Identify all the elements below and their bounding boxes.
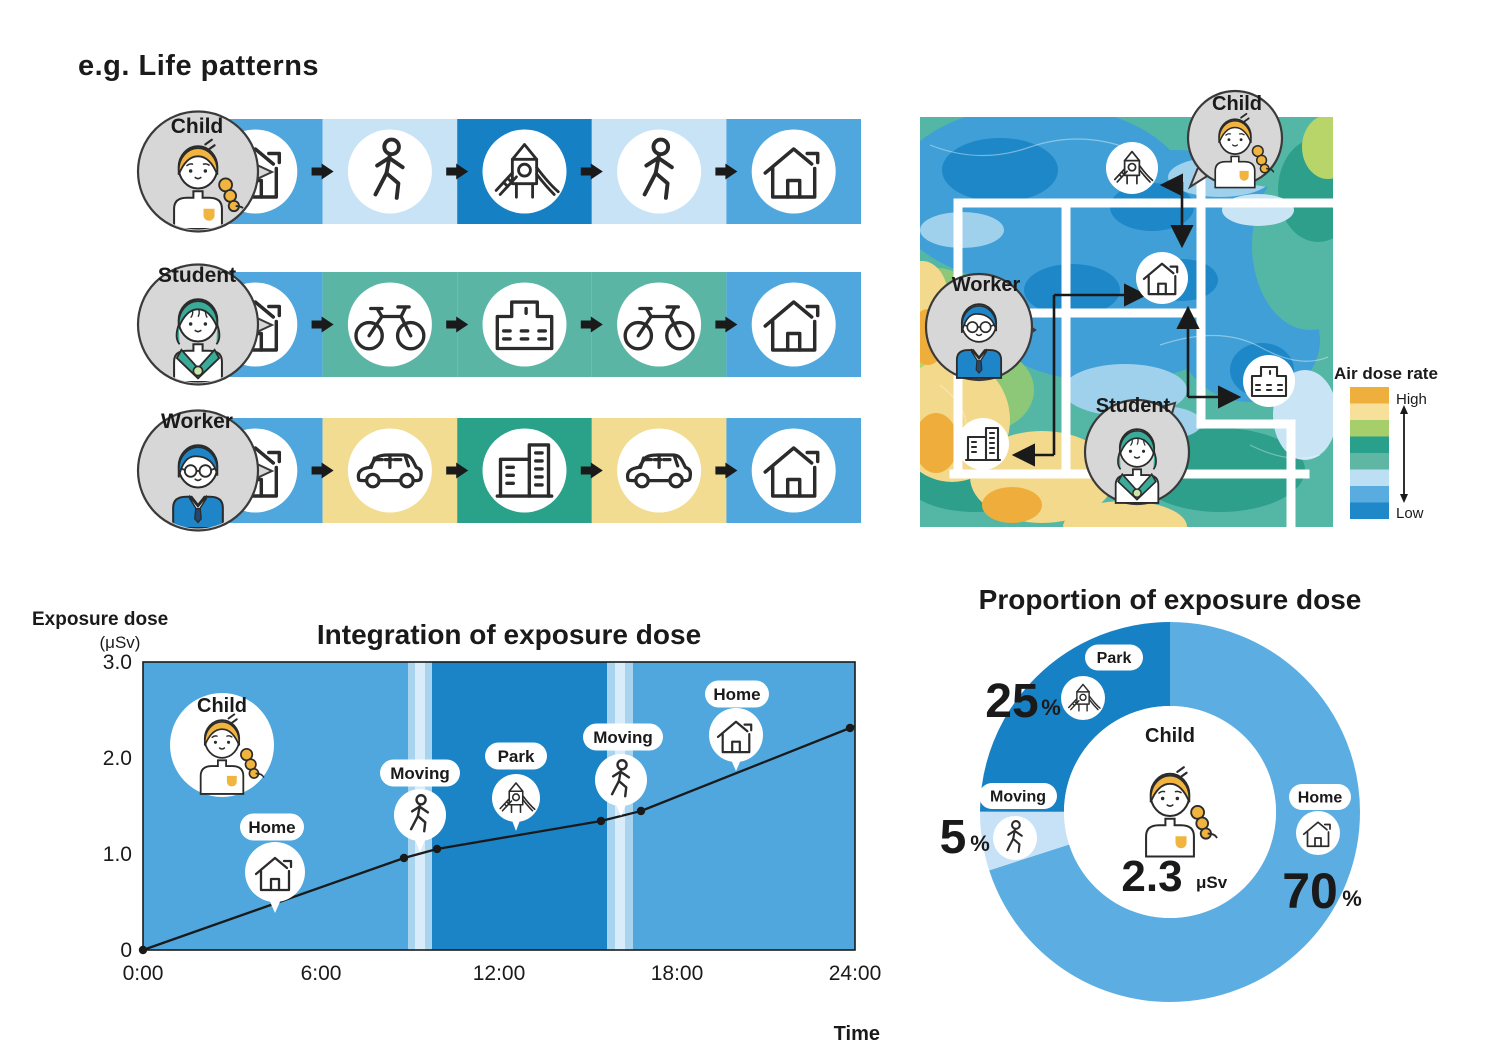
x-tick: 0:00 <box>123 962 164 985</box>
home-pill-label: Home <box>1298 790 1343 807</box>
y-tick: 1.0 <box>103 843 132 866</box>
row-label-worker: Worker <box>161 410 233 433</box>
avatar-student: Student <box>136 263 275 386</box>
row-label-child: Child <box>171 115 224 138</box>
life-patterns-title: e.g. Life patterns <box>78 50 320 82</box>
map-label-student: Student <box>1096 395 1171 417</box>
legend-title: Air dose rate <box>1334 364 1438 383</box>
map-place-home <box>1136 252 1188 304</box>
map-label-child: Child <box>1212 93 1262 115</box>
x-tick: 12:00 <box>473 962 526 985</box>
map-avatar-worker: Worker <box>924 272 1037 382</box>
legend-low-label: Low <box>1396 505 1424 522</box>
annotation-moving-2: Moving <box>583 723 663 816</box>
map-place-park <box>1106 142 1158 194</box>
park-percent-value: 25 <box>985 675 1038 728</box>
life-pattern-row-worker: Worker <box>136 409 861 532</box>
life-pattern-row-child: Child <box>136 110 861 233</box>
map-avatar-student: Student <box>1083 395 1191 506</box>
donut-label-moving: Moving 5 % <box>940 783 1057 864</box>
donut-center-unit: μSv <box>1196 873 1228 892</box>
legend-color-ramp <box>1350 387 1389 519</box>
avatar-child: Child <box>136 110 275 233</box>
annotation-label: Home <box>713 685 760 704</box>
home-percent-sign: % <box>1342 886 1362 911</box>
annotation-park: Park <box>485 742 547 831</box>
annotation-moving-1: Moving <box>380 759 460 852</box>
legend-high-label: High <box>1396 391 1427 408</box>
legend-high-low-arrow <box>1400 405 1408 503</box>
map-place-school <box>1243 355 1295 407</box>
avatar-worker: Worker <box>136 409 275 532</box>
chart-avatar-child: Child <box>170 693 274 797</box>
park-pill-label: Park <box>1097 650 1132 667</box>
x-tick-labels: 0:00 6:00 12:00 18:00 24:00 <box>123 962 882 985</box>
x-tick: 24:00 <box>829 962 882 985</box>
map-avatar-child: Child <box>1186 89 1284 190</box>
donut-label-park: Park 25 % <box>985 644 1143 728</box>
donut-title: Proportion of exposure dose <box>979 584 1362 615</box>
moving-percent-sign: % <box>970 831 990 856</box>
home-percent-value: 70 <box>1282 863 1338 919</box>
y-tick: 2.0 <box>103 747 132 770</box>
x-tick: 18:00 <box>651 962 704 985</box>
row-label-student: Student <box>158 264 236 287</box>
donut-label-home: Home 70 % <box>1282 784 1362 919</box>
x-tick: 6:00 <box>301 962 342 985</box>
annotation-label: Home <box>248 818 295 837</box>
row-child-activity-icons <box>213 129 836 214</box>
dose-line-points <box>138 723 855 955</box>
proportion-donut-chart: Proportion of exposure dose Child 2.3 μS… <box>940 584 1362 1002</box>
moving-pill-label: Moving <box>990 789 1046 806</box>
map-place-office <box>957 418 1009 470</box>
annotation-home-2: Home <box>705 680 769 771</box>
donut-center-person: Child <box>1145 725 1195 747</box>
annotation-label: Moving <box>390 764 450 783</box>
y-tick: 3.0 <box>103 651 132 674</box>
air-dose-map: Worker Student Child <box>920 89 1333 530</box>
donut-center: Child 2.3 μSv <box>1121 725 1227 901</box>
chart-person-label: Child <box>197 695 247 717</box>
park-percent-sign: % <box>1041 695 1061 720</box>
annotation-label: Park <box>498 747 535 766</box>
map-route-arrows <box>1011 173 1242 467</box>
donut-segment-park <box>980 622 1360 1002</box>
y-axis-label: Exposure dose <box>32 609 168 630</box>
moving-percent-value: 5 <box>940 811 967 864</box>
dose-line <box>142 724 856 952</box>
row-worker-activity-icons <box>213 428 836 513</box>
donut-segment-moving <box>980 622 1360 1002</box>
line-chart-title: Integration of exposure dose <box>317 619 701 650</box>
x-axis-label: Time <box>834 1023 880 1045</box>
annotation-label: Moving <box>593 728 653 747</box>
annotation-home-1: Home <box>240 813 305 913</box>
y-tick: 0 <box>120 939 132 962</box>
map-label-worker: Worker <box>952 274 1021 296</box>
plot-border <box>142 661 856 951</box>
life-pattern-row-student: Student <box>136 263 861 386</box>
donut-center-value: 2.3 <box>1121 852 1182 901</box>
integration-line-chart: Integration of exposure dose Exposure do… <box>32 609 882 1045</box>
y-tick-labels: 3.0 2.0 1.0 0 <box>103 651 132 962</box>
y-axis-unit: (μSv) <box>100 633 141 652</box>
air-dose-legend: Air dose rate High Low <box>1334 364 1438 522</box>
